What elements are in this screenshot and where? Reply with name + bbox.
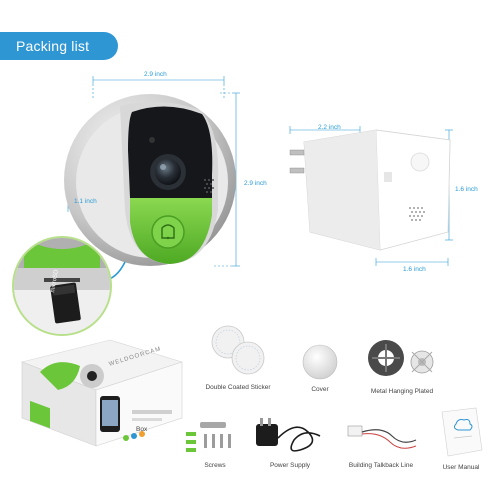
cover-icon [302,344,338,380]
banner-title: Packing list [16,38,90,54]
doorbell-height-label: 2.9 inch [244,180,267,187]
sticker-icon [211,325,265,375]
metal-plate-item: Metal Hanging Plated [352,336,452,396]
metal-plate-caption: Metal Hanging Plated [370,388,434,395]
cover-caption: Cover [311,386,329,393]
power-supply-icon [256,418,321,452]
user-manual-icon [441,407,483,457]
doorbell-width-label: 2.9 inch [144,71,167,78]
screws-item: Screws [180,418,250,470]
doorbell-depth-label: 1.1 inch [74,198,97,205]
talkback-line-caption: Building Talkback Line [348,462,414,469]
talkback-line-icon [347,425,417,449]
adapter-height-label: 1.6 inch [455,186,478,193]
user-manual-item: User Manual [430,406,492,472]
adapter-width-label: 2.2 inch [318,124,341,131]
adapter-depth-label: 1.6 inch [403,266,426,273]
power-supply-item: Power Supply [250,414,330,470]
sd-slot-inset [12,236,112,336]
user-manual-caption: User Manual [442,464,480,471]
screws-caption: Screws [204,462,226,469]
sticker-item: Double Coated Sticker [198,320,278,392]
screws-icon [186,422,231,452]
cover-item: Cover [290,340,350,396]
box-caption: Box [136,426,148,433]
packing-list-banner: Packing list [0,32,118,60]
talkback-line-item: Building Talkback Line [336,418,426,470]
metal-plate-icon [368,340,434,376]
sticker-caption: Double Coated Sticker [205,384,271,391]
power-supply-caption: Power Supply [269,462,311,469]
